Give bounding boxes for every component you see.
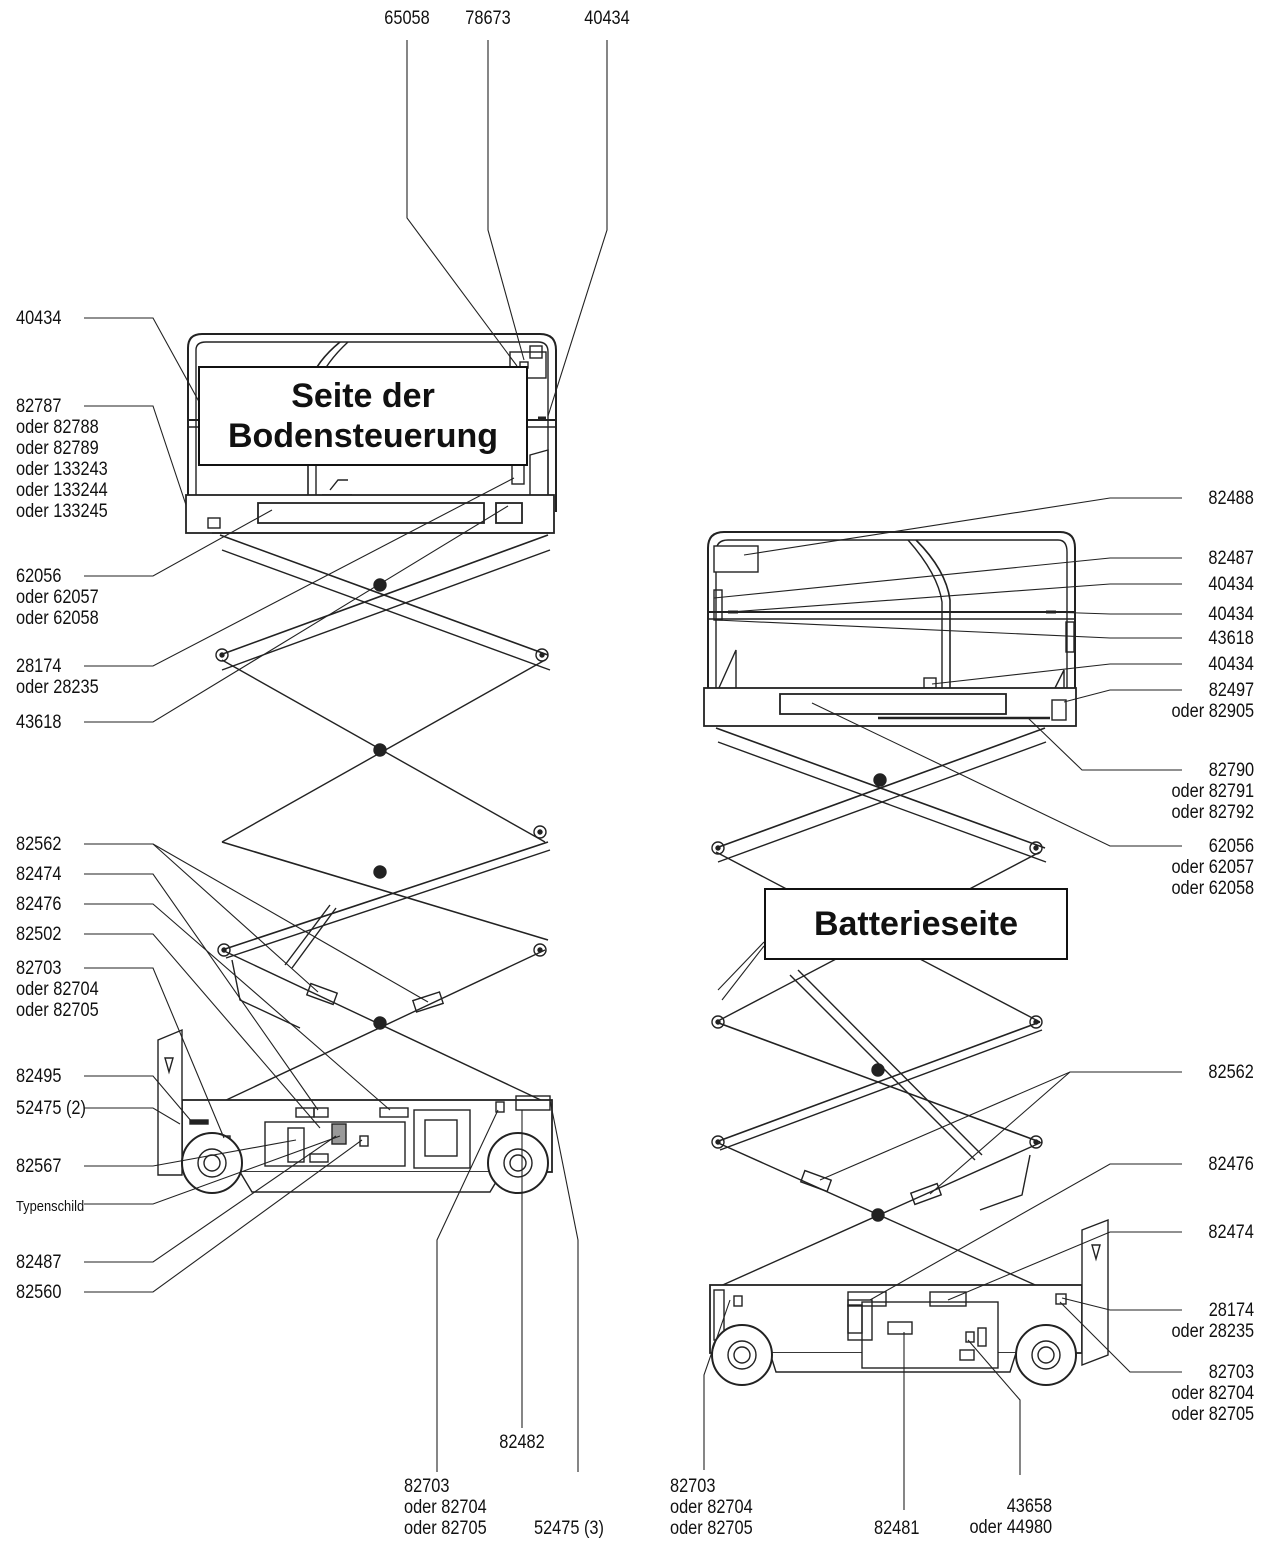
callout-right-82476: 82476 [1208,1154,1254,1175]
callout-left-40434: 40434 [16,308,62,329]
battery-side-label: Batterieseite [764,888,1068,960]
callout-left-typenschild: Typenschild [16,1198,85,1215]
callout-right-82562: 82562 [1208,1062,1254,1083]
battery-side-machine [703,531,1109,1386]
callout-left-82502: 82502 [16,924,62,945]
callout-top-78673: 78673 [465,8,511,29]
ground-control-side-line-2: Bodensteuerung [227,417,499,455]
callout-top-65058: 65058 [384,8,430,29]
callout-left-82567: 82567 [16,1156,62,1177]
ground-control-side-label: Seite der Bodensteuerung [198,366,528,466]
ground-side-machine [157,333,557,1194]
callout-left-52475-2: 52475 (2) [16,1098,86,1119]
callout-left-82560: 82560 [16,1282,62,1303]
battery-side-text: Batterieseite [813,905,1019,943]
callout-right-82488: 82488 [1208,488,1254,509]
callout-left-82562: 82562 [16,834,62,855]
callout-right-40434-b: 40434 [1208,604,1254,625]
callout-right-82487: 82487 [1208,548,1254,569]
leader-lines [84,40,1182,1510]
callout-right-40434-a: 40434 [1208,574,1254,595]
callout-left-82474: 82474 [16,864,62,885]
ground-control-side-line-1: Seite der [291,377,435,415]
callout-left-82495: 82495 [16,1066,62,1087]
callout-bottom-52475-3: 52475 (3) [534,1518,604,1539]
callout-right-40434-c: 40434 [1208,654,1254,675]
callout-left-82487: 82487 [16,1252,62,1273]
callout-left-43618: 43618 [16,712,62,733]
callout-bottom-82481: 82481 [874,1518,920,1539]
callout-right-82474: 82474 [1208,1222,1254,1243]
callout-bottom-82482: 82482 [499,1432,545,1453]
callout-right-43618: 43618 [1208,628,1254,649]
callout-left-82476: 82476 [16,894,62,915]
callout-top-40434: 40434 [584,8,630,29]
